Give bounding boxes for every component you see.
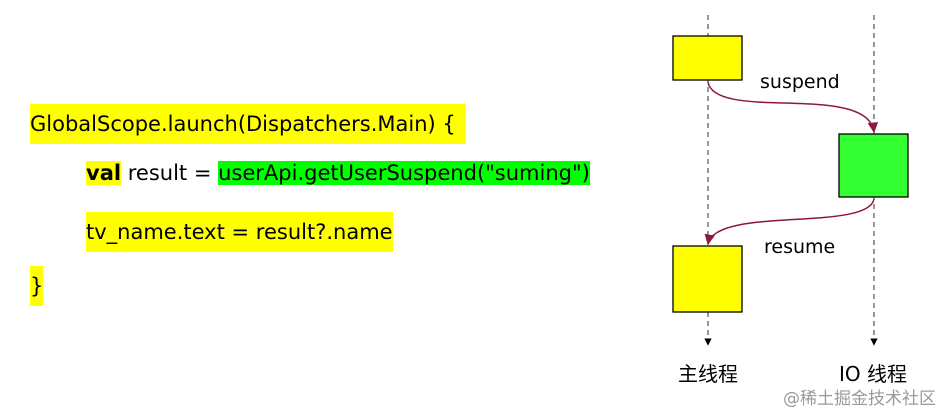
main-thread-block-bottom [672, 245, 743, 313]
resume-arrow [704, 198, 875, 246]
resume-label: resume [764, 236, 835, 258]
code-line-val-result: val result = userApi.getUserSuspend("sum… [86, 153, 590, 193]
code-line-tv-name: tv_name.text = result?.name [86, 212, 393, 252]
main-thread-block-top [672, 35, 743, 81]
suspend-arrow [707, 81, 879, 134]
io-thread-label: IO 线程 [839, 362, 907, 386]
result-assignment: result = [121, 161, 219, 185]
io-thread-block [838, 133, 909, 198]
code-line-closing-brace: } [30, 266, 44, 306]
suspend-label: suspend [760, 71, 840, 93]
main-thread-label: 主线程 [678, 362, 738, 386]
val-keyword: val [86, 161, 122, 185]
get-user-suspend-call: userApi.getUserSuspend("suming") [218, 161, 590, 185]
code-line-launch: GlobalScope.launch(Dispatchers.Main) { [30, 104, 466, 144]
watermark: @稀土掘金技术社区 [783, 389, 936, 409]
